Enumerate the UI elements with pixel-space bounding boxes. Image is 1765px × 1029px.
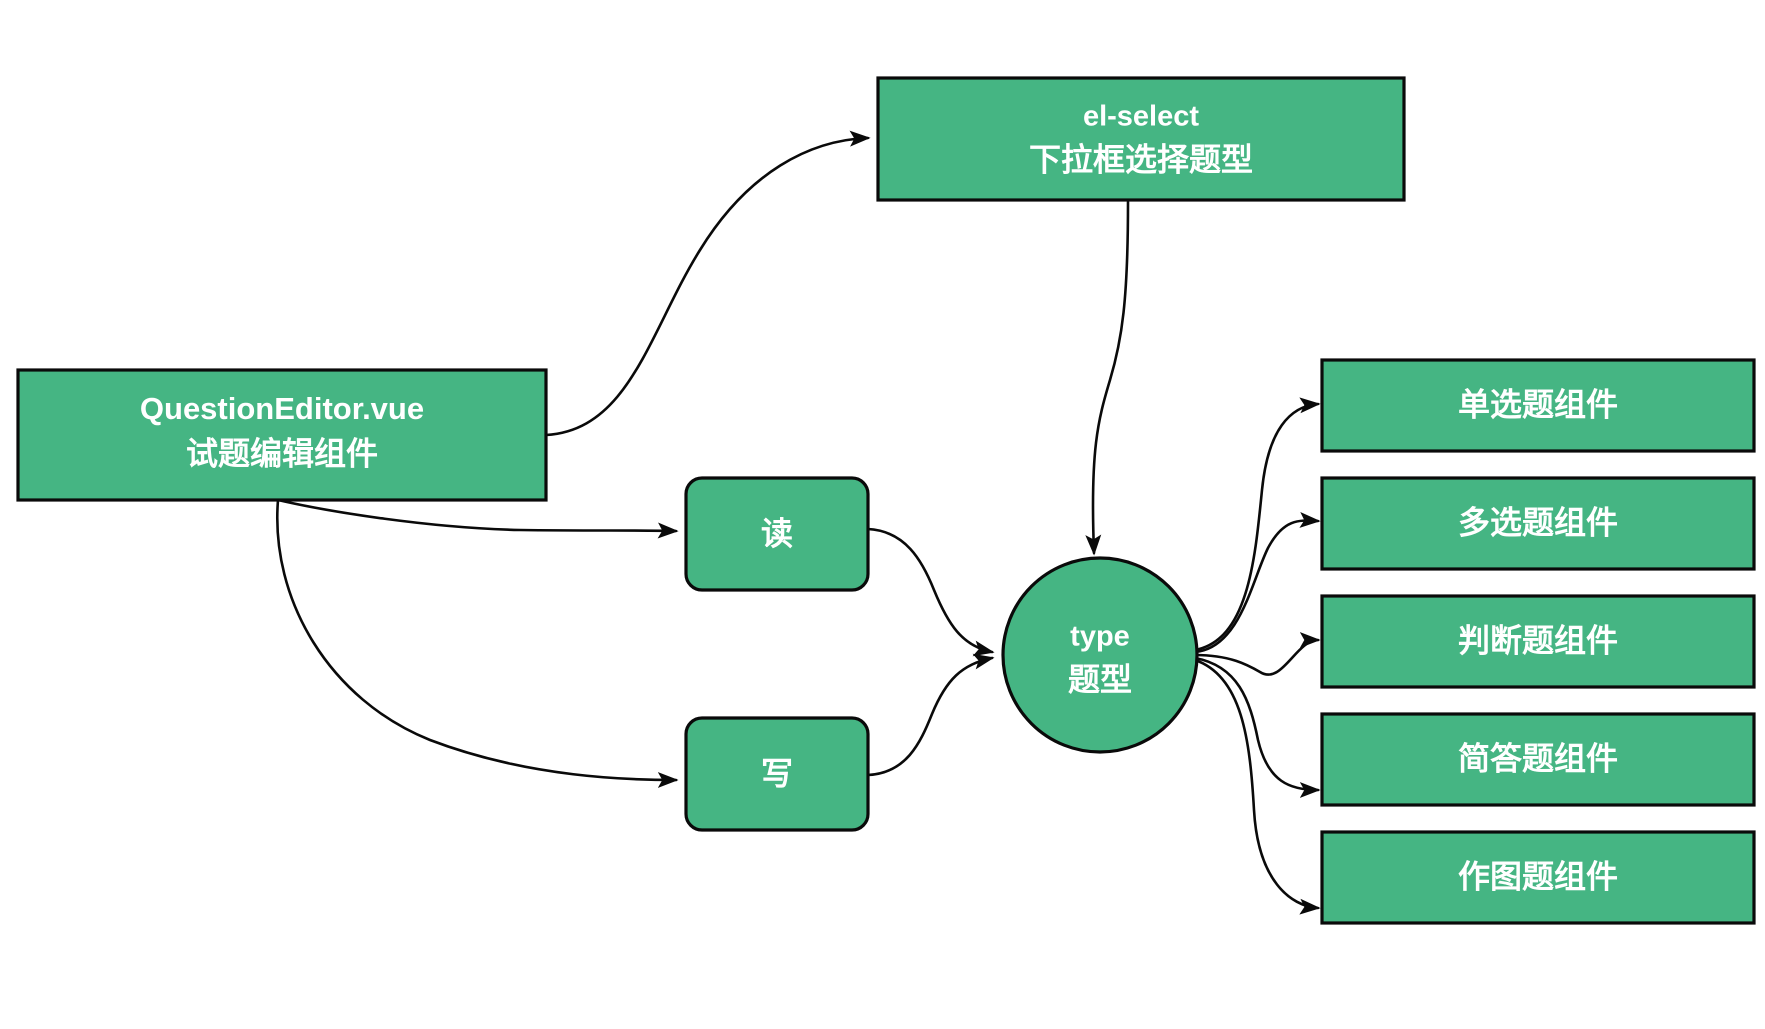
edge-editor-to-write [275, 498, 679, 788]
node-component-short-answer-label: 简答题组件 [1458, 740, 1618, 776]
node-question-editor-line1: QuestionEditor.vue [140, 391, 424, 426]
node-component-single-choice-label: 单选题组件 [1458, 386, 1618, 422]
node-component-short-answer-shape [1320, 712, 1756, 807]
edge-editor-to-read [276, 498, 679, 539]
edge-type-to-component-1 [1193, 512, 1321, 654]
node-component-single-choice[interactable]: 单选题组件 [1320, 358, 1756, 453]
node-component-single-choice-shape [1320, 358, 1756, 453]
node-component-true-false-shape [1320, 594, 1756, 689]
node-component-short-answer[interactable]: 简答题组件 [1320, 712, 1756, 807]
node-question-editor-line2: 试题编辑组件 [186, 435, 378, 471]
node-component-drawing-label: 作图题组件 [1458, 858, 1618, 894]
edge-type-to-component-4 [1193, 658, 1321, 915]
node-component-multi-choice[interactable]: 多选题组件 [1320, 476, 1756, 571]
node-component-true-false[interactable]: 判断题组件 [1320, 594, 1756, 689]
edge-type-to-component-0 [1193, 397, 1321, 652]
node-question-editor[interactable]: QuestionEditor.vue 试题编辑组件 [16, 368, 548, 502]
node-type[interactable]: type 题型 [1001, 556, 1199, 754]
node-write[interactable]: 写 [684, 716, 870, 832]
node-type-line1: type [1070, 621, 1130, 653]
edge-type-to-component-2 [1193, 632, 1321, 676]
edge-type-to-component-3 [1193, 656, 1321, 798]
node-el-select-shape [876, 76, 1406, 202]
edge-editor-to-select [544, 130, 871, 437]
node-write-shape [684, 716, 870, 832]
node-component-multi-choice-label: 多选题组件 [1458, 504, 1618, 540]
edge-write-to-type [866, 653, 995, 777]
node-type-line2: 题型 [1068, 661, 1132, 697]
node-el-select-line1: el-select [1083, 101, 1199, 133]
node-read-shape [684, 476, 870, 592]
node-write-label: 写 [761, 755, 793, 791]
node-component-drawing-shape [1320, 830, 1756, 925]
edge-layer [275, 130, 1321, 915]
node-read-label: 读 [761, 515, 793, 551]
node-type-shape [1001, 556, 1199, 754]
edge-read-to-type [866, 527, 995, 657]
node-question-editor-shape [16, 368, 548, 502]
node-component-true-false-label: 判断题组件 [1458, 622, 1618, 658]
edge-select-to-type [1085, 200, 1130, 556]
node-component-multi-choice-shape [1320, 476, 1756, 571]
node-read[interactable]: 读 [684, 476, 870, 592]
node-el-select-line2: 下拉框选择题型 [1029, 141, 1253, 177]
node-el-select[interactable]: el-select 下拉框选择题型 [876, 76, 1406, 202]
node-component-drawing[interactable]: 作图题组件 [1320, 830, 1756, 925]
